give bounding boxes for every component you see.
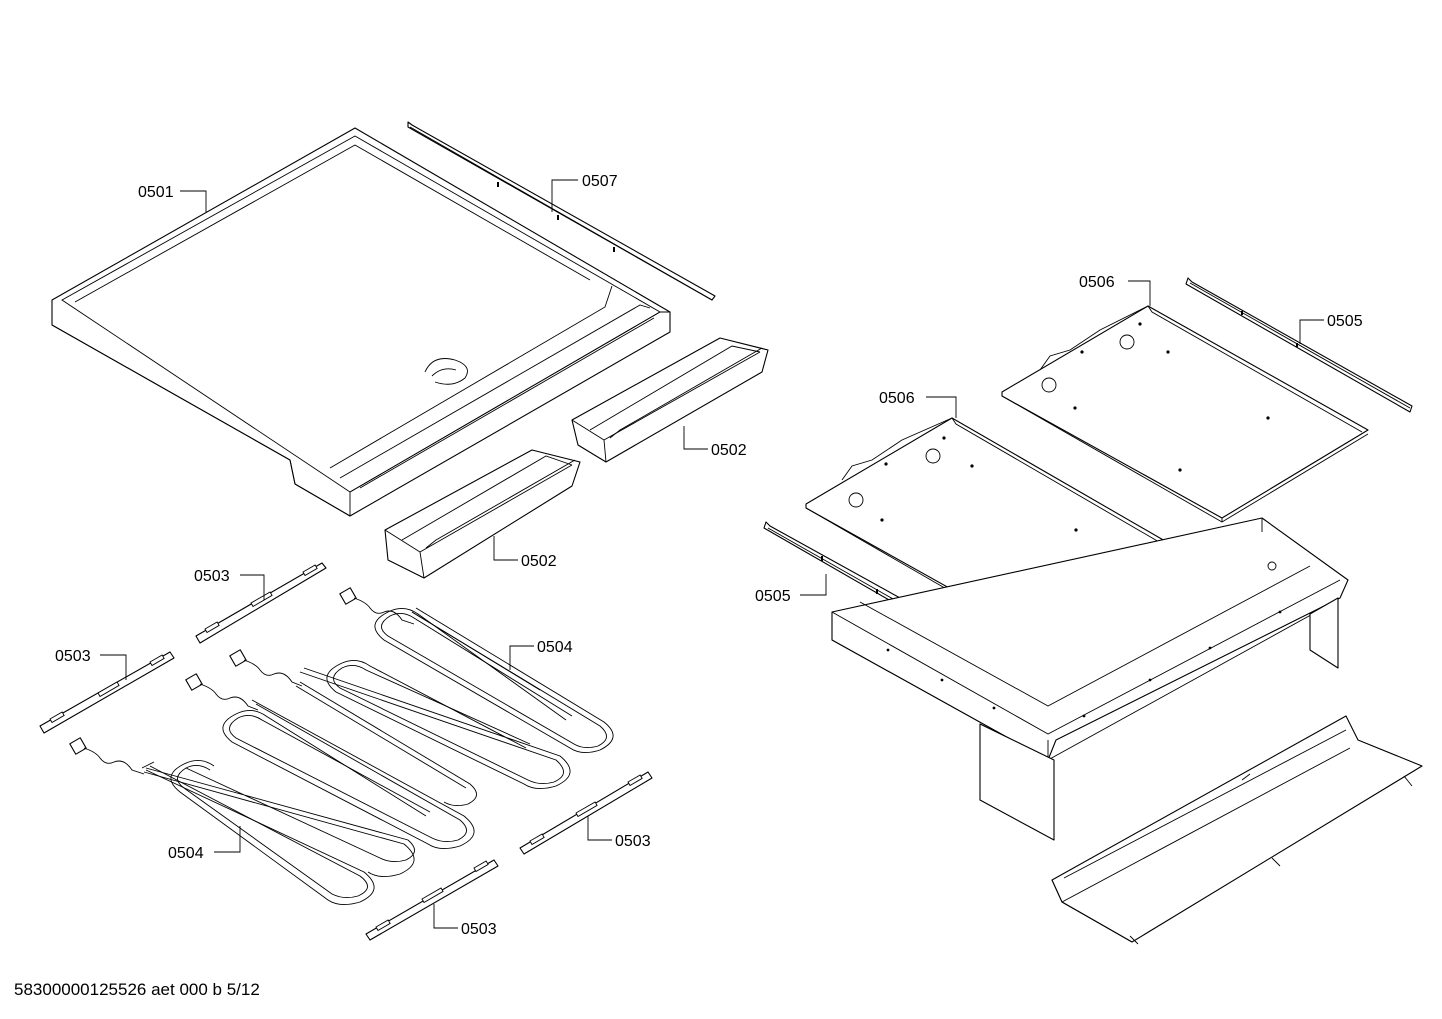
part-0502-channel-lower [384, 449, 581, 579]
callout-0503-right: 0503 [615, 833, 651, 850]
callout-0506-upper: 0506 [1079, 274, 1115, 291]
part-0506-plate-upper [1001, 305, 1369, 523]
document-id: 58300000125526 aet 000 b 5/12 [14, 980, 260, 999]
callout-0503-bottom: 0503 [461, 921, 497, 938]
callout-0501: 0501 [138, 184, 174, 201]
housing-frame [831, 517, 1349, 841]
callout-0505-upper: 0505 [1327, 313, 1363, 330]
callout-labels: 0501 0507 0502 0502 0503 0503 0503 0503 … [55, 173, 1363, 938]
callout-0506-lower: 0506 [879, 390, 915, 407]
part-0503-bracket-3 [519, 771, 653, 855]
part-0503-bracket-1 [195, 562, 327, 644]
leader-lines [100, 179, 1324, 929]
callout-0503-top: 0503 [194, 568, 230, 585]
callout-0503-left: 0503 [55, 648, 91, 665]
callout-0502-lower: 0502 [521, 553, 557, 570]
part-0505-strip-upper [1185, 277, 1413, 413]
part-0503-bracket-2 [39, 651, 175, 734]
part-0507-strip [407, 121, 716, 301]
part-0502-channel-upper [571, 337, 769, 463]
part-0504-heater-middle [185, 649, 477, 849]
part-0504-heater-upper [299, 587, 614, 789]
callout-0502-upper: 0502 [711, 442, 747, 459]
part-0501-tray [51, 127, 671, 517]
base-plate [1051, 715, 1423, 945]
callout-0504-upper: 0504 [537, 639, 573, 656]
part-0503-bracket-4 [365, 859, 499, 941]
part-0504-heater-lower [69, 737, 415, 905]
callout-0505-lower: 0505 [755, 588, 791, 605]
callout-0507: 0507 [582, 173, 618, 190]
callout-0504-lower: 0504 [168, 845, 204, 862]
